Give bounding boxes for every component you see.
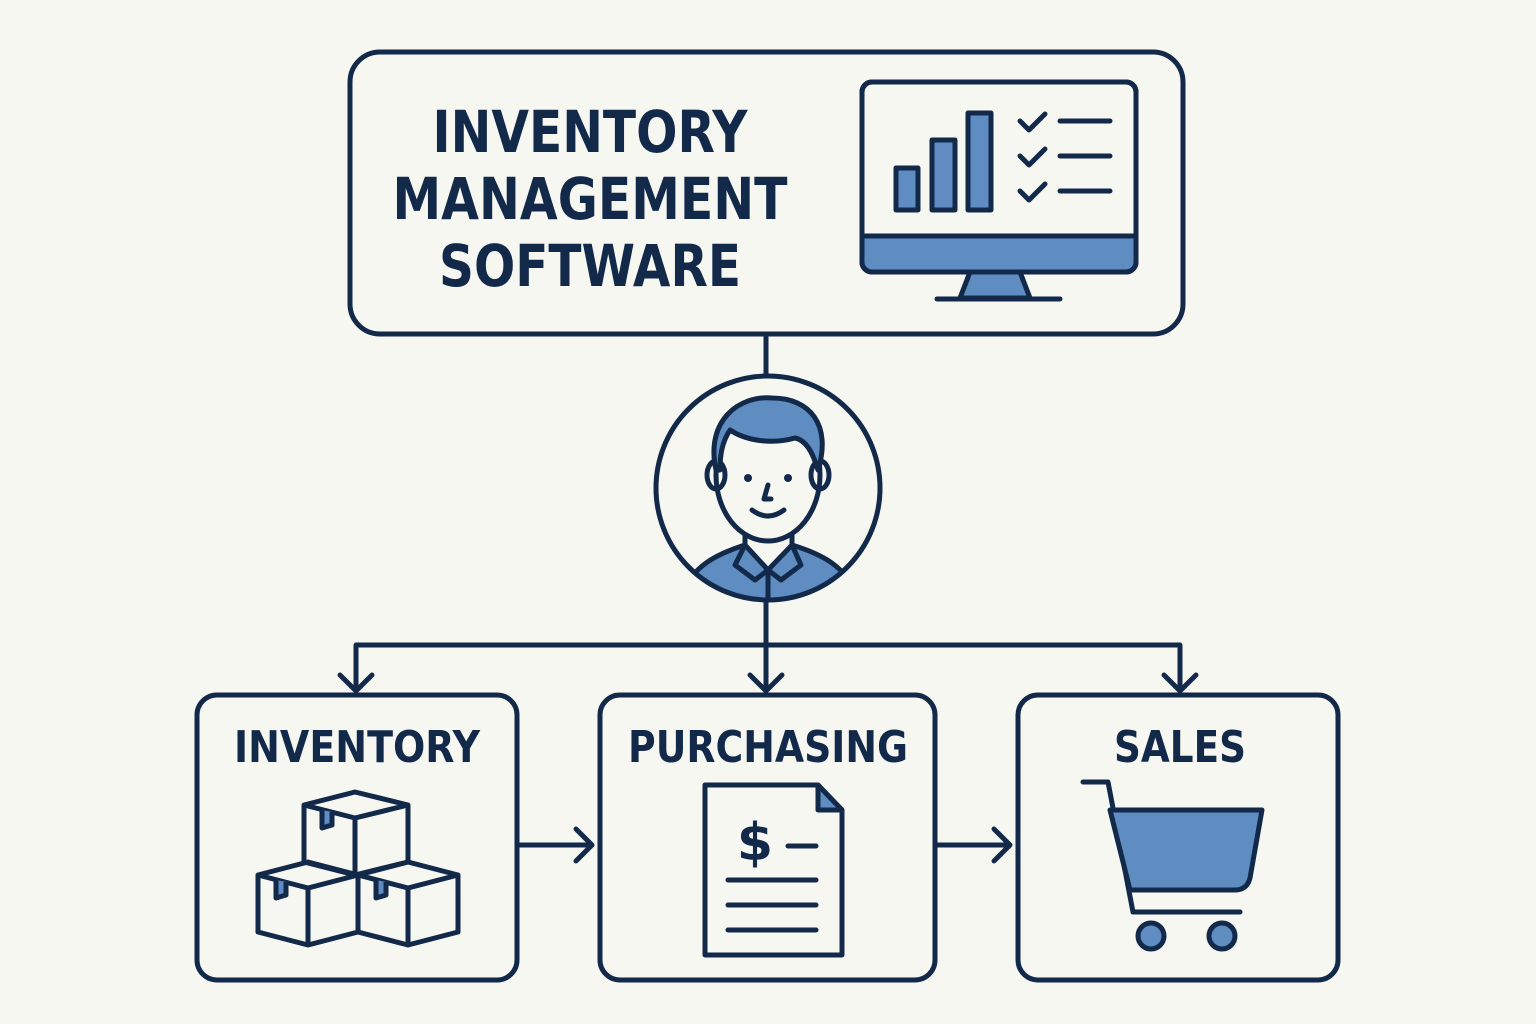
- dollar-sign: $: [737, 813, 773, 873]
- software-box: INVENTORY MANAGEMENT SOFTWARE: [347, 49, 1186, 337]
- title-line-1: INVENTORY: [433, 98, 749, 166]
- title-line-3: SOFTWARE: [439, 232, 741, 300]
- shopping-cart-icon: [1080, 779, 1265, 952]
- module-inventory: INVENTORY: [194, 692, 520, 983]
- module-label: INVENTORY: [234, 722, 481, 773]
- connectors: [337, 331, 1199, 864]
- user-avatar-icon: [653, 373, 883, 603]
- module-label: SALES: [1114, 722, 1246, 773]
- boxes-icon: [255, 789, 461, 948]
- module-purchasing: PURCHASING $: [597, 692, 938, 983]
- module-label: PURCHASING: [628, 722, 908, 773]
- module-sales: SALES: [1015, 692, 1341, 983]
- title-line-2: MANAGEMENT: [393, 165, 788, 233]
- monitor-dashboard-icon: [859, 79, 1139, 302]
- invoice-document-icon: $: [702, 782, 845, 958]
